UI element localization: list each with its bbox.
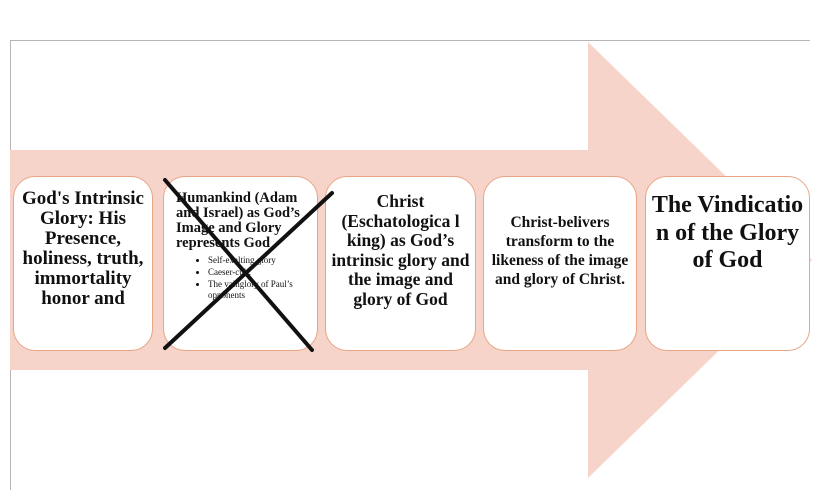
- step-2-bullet: Self-exalting glory: [208, 255, 317, 266]
- step-2-bullet: The vainglory of Paul’s opponents: [208, 279, 317, 301]
- cross-out-stroke: [163, 191, 334, 350]
- step-4-text: Christ-belivers transform to the likenes…: [491, 214, 629, 288]
- step-2-text: Humankind (Adam and Israel) as God’s Ima…: [176, 190, 300, 251]
- step-2-bullet: Caeser-cult.: [208, 267, 317, 278]
- step-1-text: God's Intrinsic Glory: His Presence, hol…: [22, 188, 144, 309]
- step-5-text: The Vindicatio n of the Glory of God: [651, 192, 804, 273]
- step-box-christ-believers: Christ-belivers transform to the likenes…: [483, 176, 637, 351]
- step-box-humankind: Humankind (Adam and Israel) as God’s Ima…: [163, 176, 318, 351]
- step-box-vindication: The Vindicatio n of the Glory of God: [645, 176, 810, 351]
- step-2-bullet-list: Self-exalting glory Caeser-cult. The vai…: [164, 255, 317, 301]
- step-3-text: Christ (Eschatologica l king) as God’s i…: [331, 191, 470, 309]
- cross-out-stroke: [163, 178, 314, 352]
- step-box-gods-intrinsic-glory: God's Intrinsic Glory: His Presence, hol…: [13, 176, 153, 351]
- step-box-christ: Christ (Eschatologica l king) as God’s i…: [325, 176, 476, 351]
